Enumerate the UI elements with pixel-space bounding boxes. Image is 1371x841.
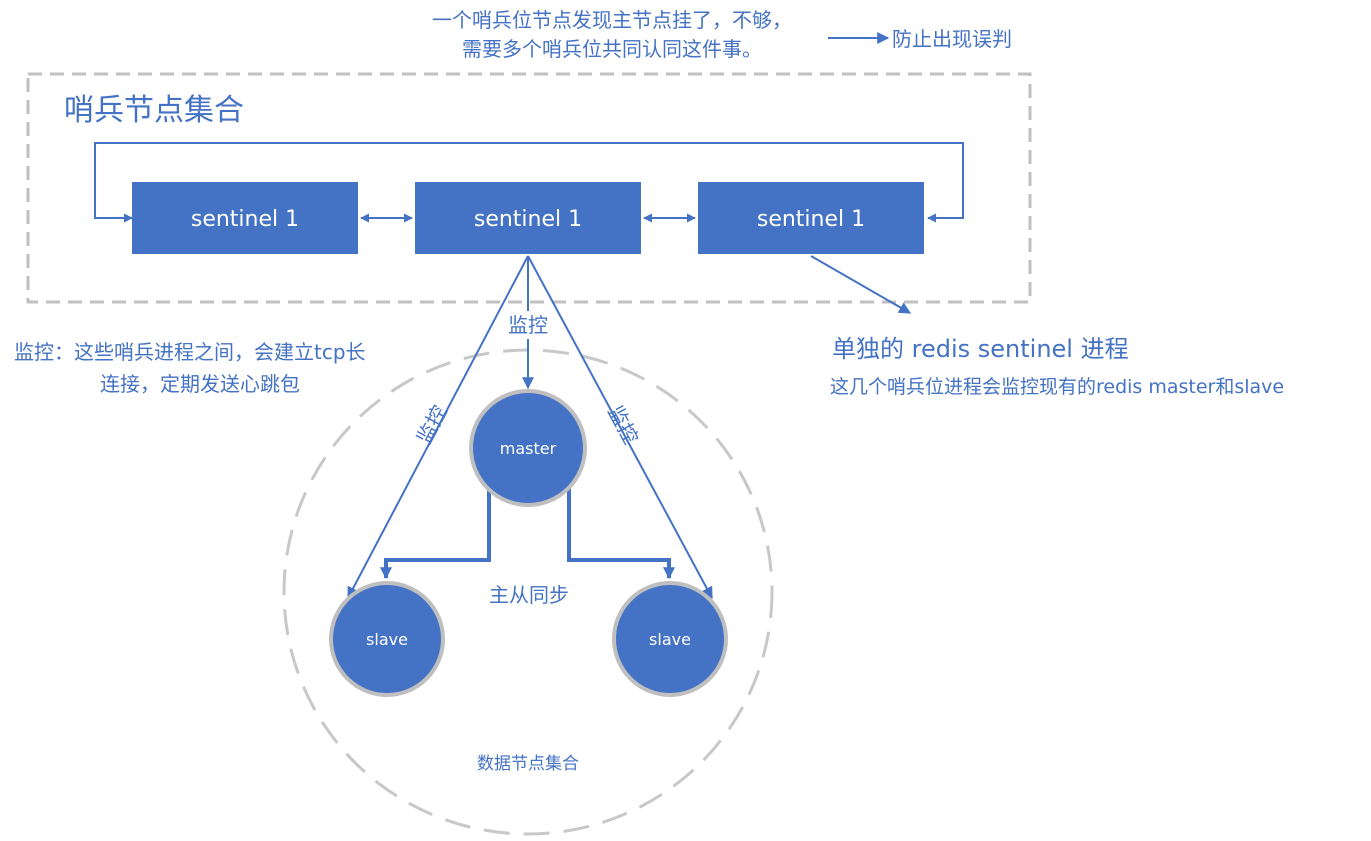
top-note-line2: 需要多个哨兵位共同认同这件事。 — [462, 37, 762, 61]
slave-node-left: slave — [329, 581, 445, 697]
replication-label: 主从同步 — [489, 583, 569, 607]
sentinel-loop-connector — [94, 142, 964, 223]
monitor-center-label-bg — [501, 311, 555, 339]
top-note-line1: 一个哨兵位节点发现主节点挂了，不够， — [432, 8, 792, 32]
data-group-title: 数据节点集合 — [477, 754, 579, 774]
sentinel-node-3: sentinel 1 — [698, 182, 924, 254]
master-node: master — [469, 389, 587, 507]
monitor-note-line1: 监控：这些哨兵进程之间，会建立tcp长 — [14, 340, 366, 364]
sentinel-node-3-label: sentinel 1 — [757, 207, 865, 232]
monitor-center-label: 监控 — [508, 313, 548, 337]
sentinel-group-title: 哨兵节点集合 — [64, 93, 244, 128]
sentinel-node-2: sentinel 1 — [415, 182, 641, 254]
process-note-pointer — [810, 255, 912, 314]
slave-left-label: slave — [366, 630, 408, 649]
slave-node-right: slave — [612, 581, 728, 697]
process-note-subtitle: 这几个哨兵位进程会监控现有的redis master和slave — [830, 376, 1284, 398]
replication-link-right — [567, 488, 675, 580]
monitor-arrow-slave-right — [527, 255, 713, 600]
monitor-left-label: 监控 — [412, 401, 452, 448]
sentinel-group-box — [26, 72, 1032, 304]
slave-right-label: slave — [649, 630, 691, 649]
process-note-title: 单独的 redis sentinel 进程 — [832, 335, 1129, 363]
replication-link-left — [380, 488, 491, 580]
monitor-right-label: 监控 — [603, 401, 643, 448]
sentinel-node-1-label: sentinel 1 — [191, 207, 299, 232]
sentinel-node-1: sentinel 1 — [132, 182, 358, 254]
monitor-note-line2: 连接，定期发送心跳包 — [100, 372, 300, 396]
master-label: master — [500, 439, 557, 458]
sentinel-node-2-label: sentinel 1 — [474, 207, 582, 232]
monitor-arrow-slave-left — [347, 255, 529, 600]
misjudge-label: 防止出现误判 — [892, 27, 1012, 51]
